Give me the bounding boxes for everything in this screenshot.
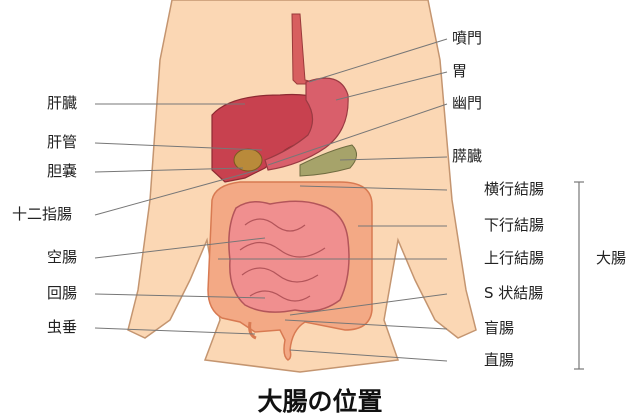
- label-jejunum: 空腸: [47, 248, 77, 266]
- label-stomach: 胃: [452, 62, 467, 80]
- label-liver: 肝臓: [47, 94, 77, 112]
- label-cecum: 盲腸: [484, 319, 514, 337]
- label-pylorus: 幽門: [452, 94, 482, 112]
- label-sigmoid-colon: S 状結腸: [484, 284, 543, 302]
- label-hepatic-duct: 肝管: [47, 133, 77, 151]
- label-rectum: 直腸: [484, 351, 514, 369]
- label-appendix: 虫垂: [47, 318, 77, 336]
- colon-bracket: [574, 182, 584, 369]
- label-transverse-colon: 横行結腸: [484, 180, 544, 198]
- label-duodenum: 十二指腸: [12, 205, 72, 223]
- label-large-intestine: 大腸: [596, 249, 626, 267]
- label-ileum: 回腸: [47, 284, 77, 302]
- label-pancreas: 膵臓: [452, 147, 482, 165]
- label-cardia: 噴門: [452, 29, 482, 47]
- page-title: 大腸の位置: [0, 382, 640, 418]
- label-ascending-colon: 上行結腸: [484, 249, 544, 267]
- small-intestine: [229, 201, 349, 312]
- label-descending-colon: 下行結腸: [484, 216, 544, 234]
- label-gallbladder: 胆嚢: [47, 162, 77, 180]
